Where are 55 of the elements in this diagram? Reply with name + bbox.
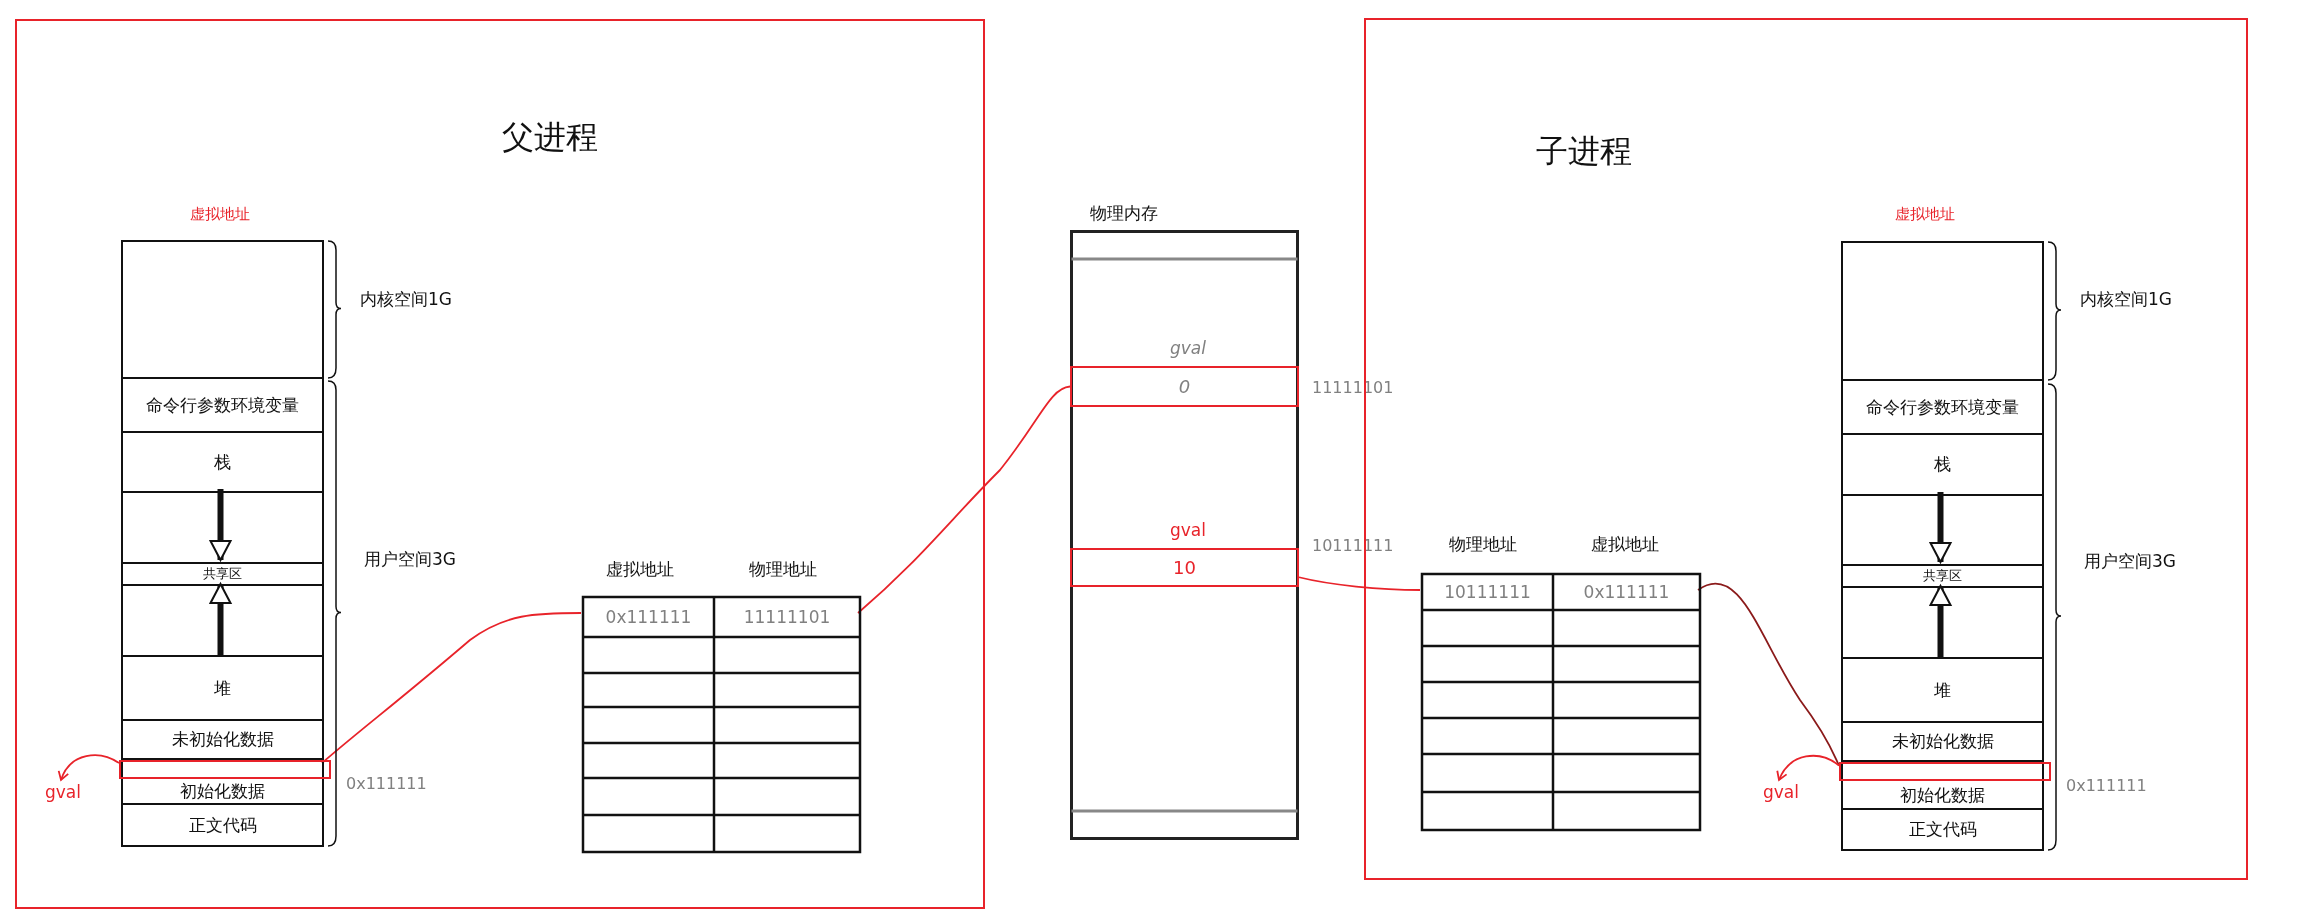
- column-heading: 物理地址: [749, 558, 817, 581]
- table-cell-text: 10111111: [1422, 574, 1553, 610]
- arrow: [209, 489, 232, 561]
- table-cell-text: 0x111111: [1553, 574, 1700, 610]
- memory-segment: 栈: [121, 431, 324, 493]
- arrow: [1929, 585, 1952, 657]
- address-heading: 虚拟地址: [190, 205, 250, 224]
- variable-label: gval: [42, 782, 84, 806]
- address-label: 0x111111: [346, 774, 427, 793]
- address-heading: 虚拟地址: [1895, 205, 1955, 224]
- memory-segment: [121, 240, 324, 379]
- frame-title: 父进程: [502, 117, 598, 158]
- address-label: 0x111111: [2066, 776, 2147, 795]
- table-cell-text: 0x111111: [583, 597, 714, 637]
- memory-segment: 正文代码: [1841, 808, 2044, 851]
- memory-segment: 命令行参数环境变量: [121, 377, 324, 433]
- arrow: [209, 583, 232, 655]
- column-heading: 虚拟地址: [1591, 533, 1659, 556]
- memory-segment: 堆: [1841, 657, 2044, 723]
- memory-segment: [1841, 494, 2044, 566]
- segment-label: 初始化数据: [180, 780, 265, 803]
- region-label: 内核空间1G: [360, 288, 452, 311]
- column-heading: 物理地址: [1449, 533, 1517, 556]
- mapping-line: [1697, 582, 1840, 767]
- memory-segment: 共享区: [1841, 564, 2044, 588]
- segment-label: 初始化数据: [1900, 783, 1985, 807]
- region-label: 用户空间3G: [2084, 550, 2176, 573]
- process-frame: [15, 19, 985, 909]
- arrow: [1777, 754, 1840, 781]
- arrow: [58, 754, 120, 781]
- mapping-line: [857, 385, 1071, 614]
- variable-label: gval: [1170, 520, 1206, 540]
- memory-segment: [1841, 586, 2044, 659]
- frame-title: 子进程: [1536, 131, 1632, 172]
- memory-segment: 栈: [1841, 433, 2044, 496]
- memory-cell: 10: [1070, 548, 1299, 587]
- memory-segment: 正文代码: [121, 803, 324, 847]
- variable-label: gval: [1760, 782, 1802, 806]
- region-label: 用户空间3G: [364, 548, 456, 571]
- memory-segment: 未初始化数据: [1841, 721, 2044, 762]
- column-heading: 物理内存: [1090, 202, 1158, 225]
- region-label: 内核空间1G: [2080, 288, 2172, 311]
- column-heading: 虚拟地址: [606, 558, 674, 581]
- memory-segment: 共享区: [121, 562, 324, 586]
- memory-segment: 未初始化数据: [121, 719, 324, 760]
- memory-cell: 0: [1070, 366, 1299, 407]
- memory-segment: [121, 491, 324, 564]
- mapping-line: [1298, 576, 1421, 591]
- arrow: [1929, 492, 1952, 563]
- memory-segment: 命令行参数环境变量: [1841, 379, 2044, 435]
- memory-segment: 堆: [121, 655, 324, 721]
- memory-segment: [1841, 241, 2044, 381]
- variable-label: gval: [1170, 338, 1206, 358]
- table-cell-text: 11111101: [714, 597, 860, 637]
- memory-segment: [121, 584, 324, 657]
